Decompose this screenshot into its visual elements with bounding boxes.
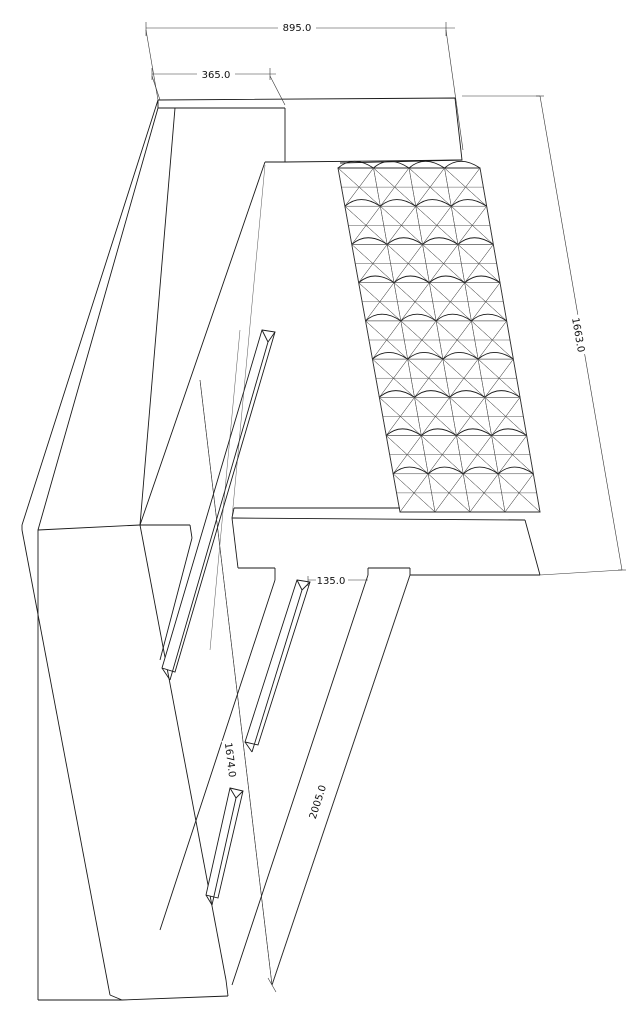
- roof-tile: [393, 275, 437, 322]
- roof-tile: [457, 237, 501, 283]
- dim-label-rail-width: 135.0: [317, 576, 346, 587]
- roof-tile: [414, 390, 457, 436]
- roof-tile: [429, 275, 472, 322]
- roof-tile: [386, 237, 430, 283]
- dim-label-overall-width: 895.0: [283, 23, 312, 34]
- lower-rail-right: [244, 579, 311, 753]
- dim-right-height: 1663.0: [462, 95, 626, 576]
- roof-tile: [379, 390, 422, 436]
- top-block: [139, 97, 463, 526]
- dim-label-top-width: 365.0: [202, 70, 231, 81]
- roof-tile: [464, 275, 507, 322]
- upper-rail: [161, 329, 276, 681]
- roof-tile-panel: [337, 160, 541, 513]
- dim-rail-width: 135.0: [307, 573, 368, 587]
- dim-label-middle-length: 1674.0: [222, 742, 237, 778]
- dim-middle-length: 1674.0: [199, 379, 277, 993]
- roof-tile: [372, 351, 415, 398]
- inner-lines: [199, 164, 273, 986]
- roof-tile: [422, 237, 465, 283]
- roof-tile: [392, 466, 436, 513]
- roof-tile: [344, 199, 388, 245]
- roof-tile: [380, 199, 423, 245]
- roof-tile: [444, 160, 487, 207]
- roof-tile: [435, 313, 479, 360]
- lower-rail-left: [205, 787, 244, 906]
- roof-tile: [497, 466, 541, 513]
- dim-top-width: 365.0: [151, 67, 286, 106]
- roof-tile: [484, 390, 527, 436]
- roof-tile: [471, 313, 514, 360]
- roof-tile: [408, 160, 452, 207]
- dim-overall-width: 895.0: [145, 20, 464, 151]
- roof-tile: [456, 428, 499, 475]
